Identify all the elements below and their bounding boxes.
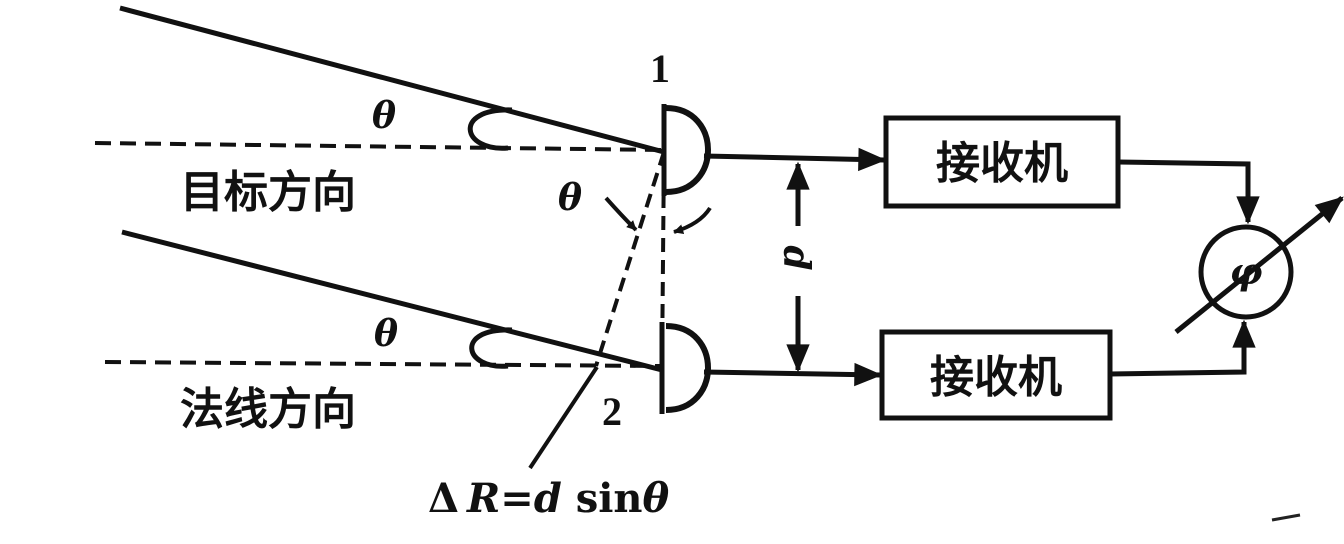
receiver-output-lower bbox=[1109, 319, 1256, 377]
receiver-label-upper: 接收机 bbox=[936, 138, 1068, 189]
theta-arrow-right bbox=[673, 206, 712, 235]
wavefront-dashed bbox=[594, 151, 666, 367]
delta-r-leader bbox=[528, 365, 599, 470]
phase-output-arrow bbox=[1174, 196, 1344, 334]
receiver-label-lower: 接收机 bbox=[930, 352, 1062, 403]
theta-label-lower: θ bbox=[374, 313, 398, 355]
antenna-element-2 bbox=[659, 322, 711, 414]
incoming-ray-lower bbox=[121, 229, 663, 373]
formula-equals: = bbox=[500, 475, 534, 522]
normal-direction-label: 法线方向 bbox=[180, 384, 356, 435]
theta-arc-upper bbox=[467, 107, 513, 151]
theta-arrow-left bbox=[604, 196, 638, 232]
incoming-ray-upper bbox=[119, 5, 665, 155]
formula-d: d bbox=[534, 475, 562, 522]
receiver-box-lower bbox=[879, 329, 1113, 421]
antenna-element-1 bbox=[661, 104, 711, 196]
formula-theta: θ bbox=[643, 475, 670, 522]
theta-label-center: θ bbox=[558, 177, 582, 219]
normal-line-upper bbox=[94, 141, 665, 152]
antenna-1-label: 1 bbox=[650, 46, 670, 91]
stray-mark bbox=[1271, 513, 1301, 522]
theta-label-upper: θ bbox=[372, 95, 396, 137]
signal-line-lower bbox=[703, 362, 883, 387]
formula-r: R bbox=[466, 475, 500, 522]
formula-delta: Δ bbox=[428, 475, 459, 522]
formula-sin: sin bbox=[562, 475, 643, 522]
target-direction-label: 目标方向 bbox=[180, 167, 356, 218]
spacing-label: d bbox=[775, 245, 817, 270]
phase-label: φ bbox=[1230, 251, 1263, 293]
antenna-2-label: 2 bbox=[602, 389, 622, 434]
phase-comparator-circle bbox=[1198, 224, 1294, 320]
receiver-output-upper bbox=[1117, 159, 1260, 225]
theta-arc-lower bbox=[469, 327, 513, 369]
normal-line-lower bbox=[104, 360, 663, 368]
signal-line-upper bbox=[703, 147, 887, 172]
